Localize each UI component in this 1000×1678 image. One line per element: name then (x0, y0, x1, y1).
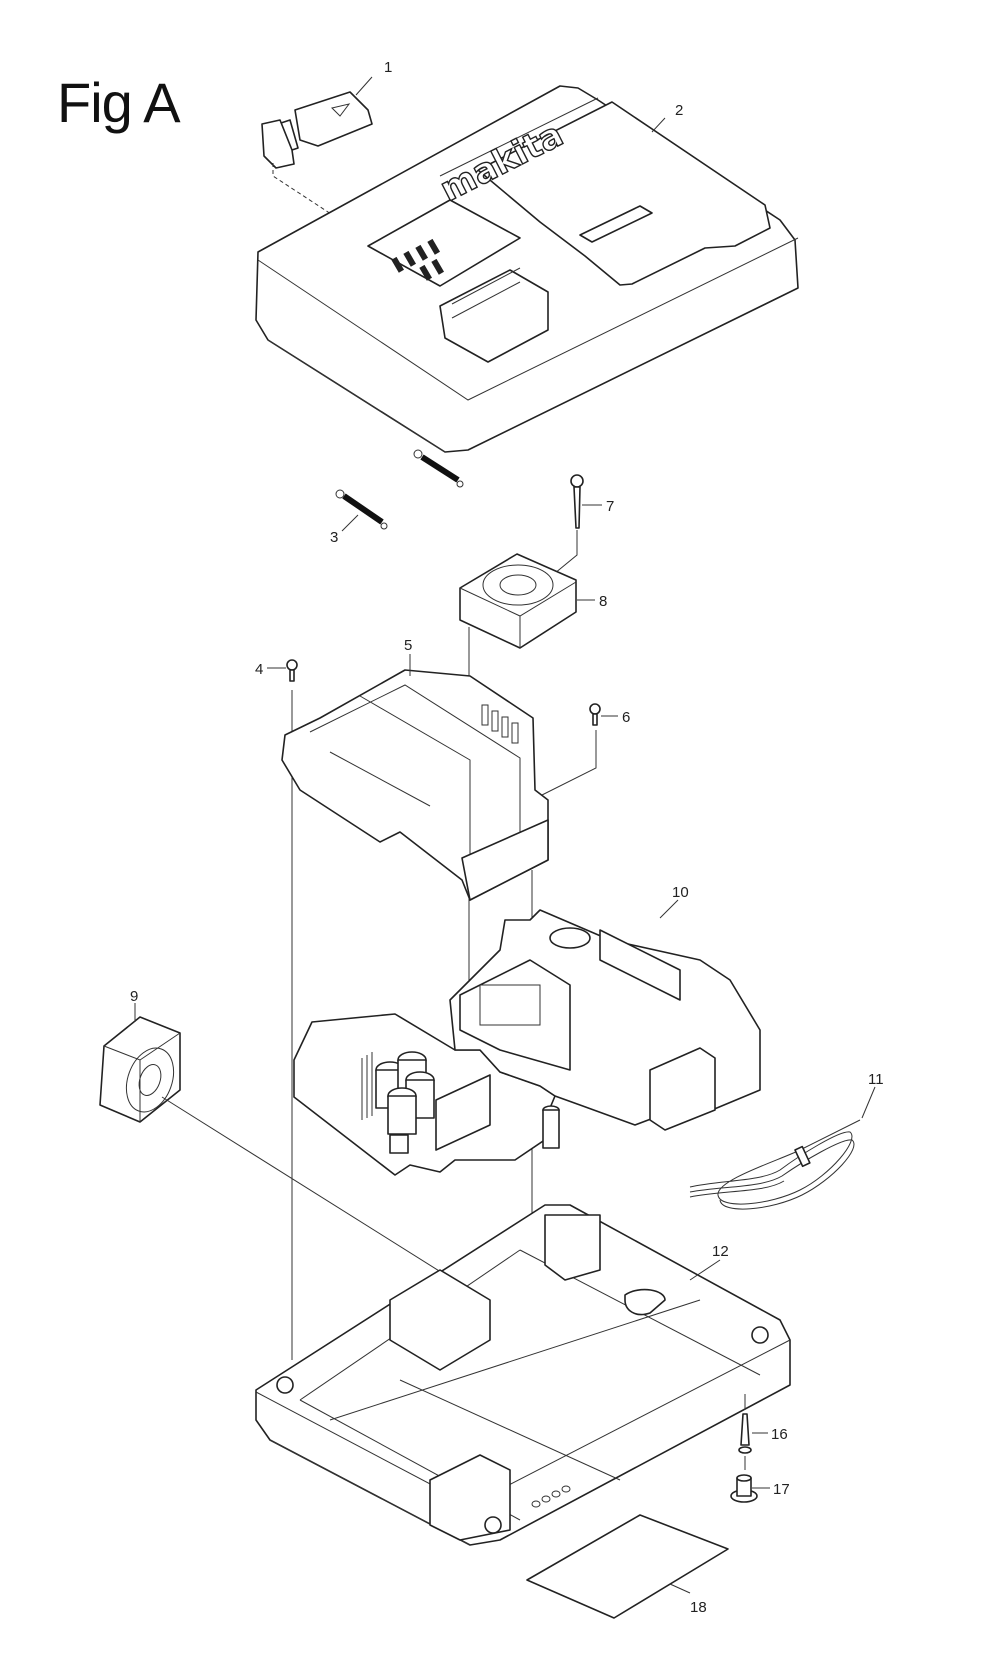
callout-3: 3 (330, 529, 338, 546)
callout-17: 17 (773, 1481, 790, 1498)
capacitor-group (375, 1051, 435, 1135)
figure-title: Fig A (57, 71, 181, 134)
part-2-top-housing[interactable]: makita (255, 85, 799, 453)
part-8-fan[interactable] (459, 553, 595, 649)
part-16-screw[interactable] (738, 1394, 768, 1470)
callout-4: 4 (255, 661, 263, 678)
callout-1: 1 (384, 59, 392, 76)
callout-6: 6 (622, 709, 630, 726)
callout-12: 12 (712, 1243, 729, 1260)
part-12-bottom-housing[interactable] (255, 1204, 791, 1546)
part-17-rubber-foot[interactable] (730, 1474, 770, 1503)
callout-16: 16 (771, 1426, 788, 1443)
callout-2: 2 (675, 102, 683, 119)
part-1-release-button[interactable] (261, 76, 373, 169)
part-10-circuit-board[interactable] (293, 899, 761, 1176)
callout-9: 9 (130, 988, 138, 1005)
callout-8: 8 (599, 593, 607, 610)
callout-7: 7 (606, 498, 614, 515)
part-3-spring[interactable] (335, 489, 388, 532)
callout-11: 11 (868, 1071, 884, 1088)
part-6-screw[interactable] (531, 703, 618, 801)
part-4-screw[interactable] (267, 659, 298, 682)
callout-18: 18 (690, 1599, 707, 1616)
part-7-screw[interactable] (531, 474, 602, 593)
callout-10: 10 (672, 884, 689, 901)
part-9-fan[interactable] (99, 1003, 445, 1275)
part-5-inner-frame[interactable] (281, 654, 549, 901)
part-3-spring-second[interactable] (413, 449, 464, 488)
part-18-name-plate[interactable] (526, 1514, 729, 1619)
callout-5: 5 (404, 637, 412, 654)
part-11-lead-wires[interactable] (689, 1086, 876, 1210)
